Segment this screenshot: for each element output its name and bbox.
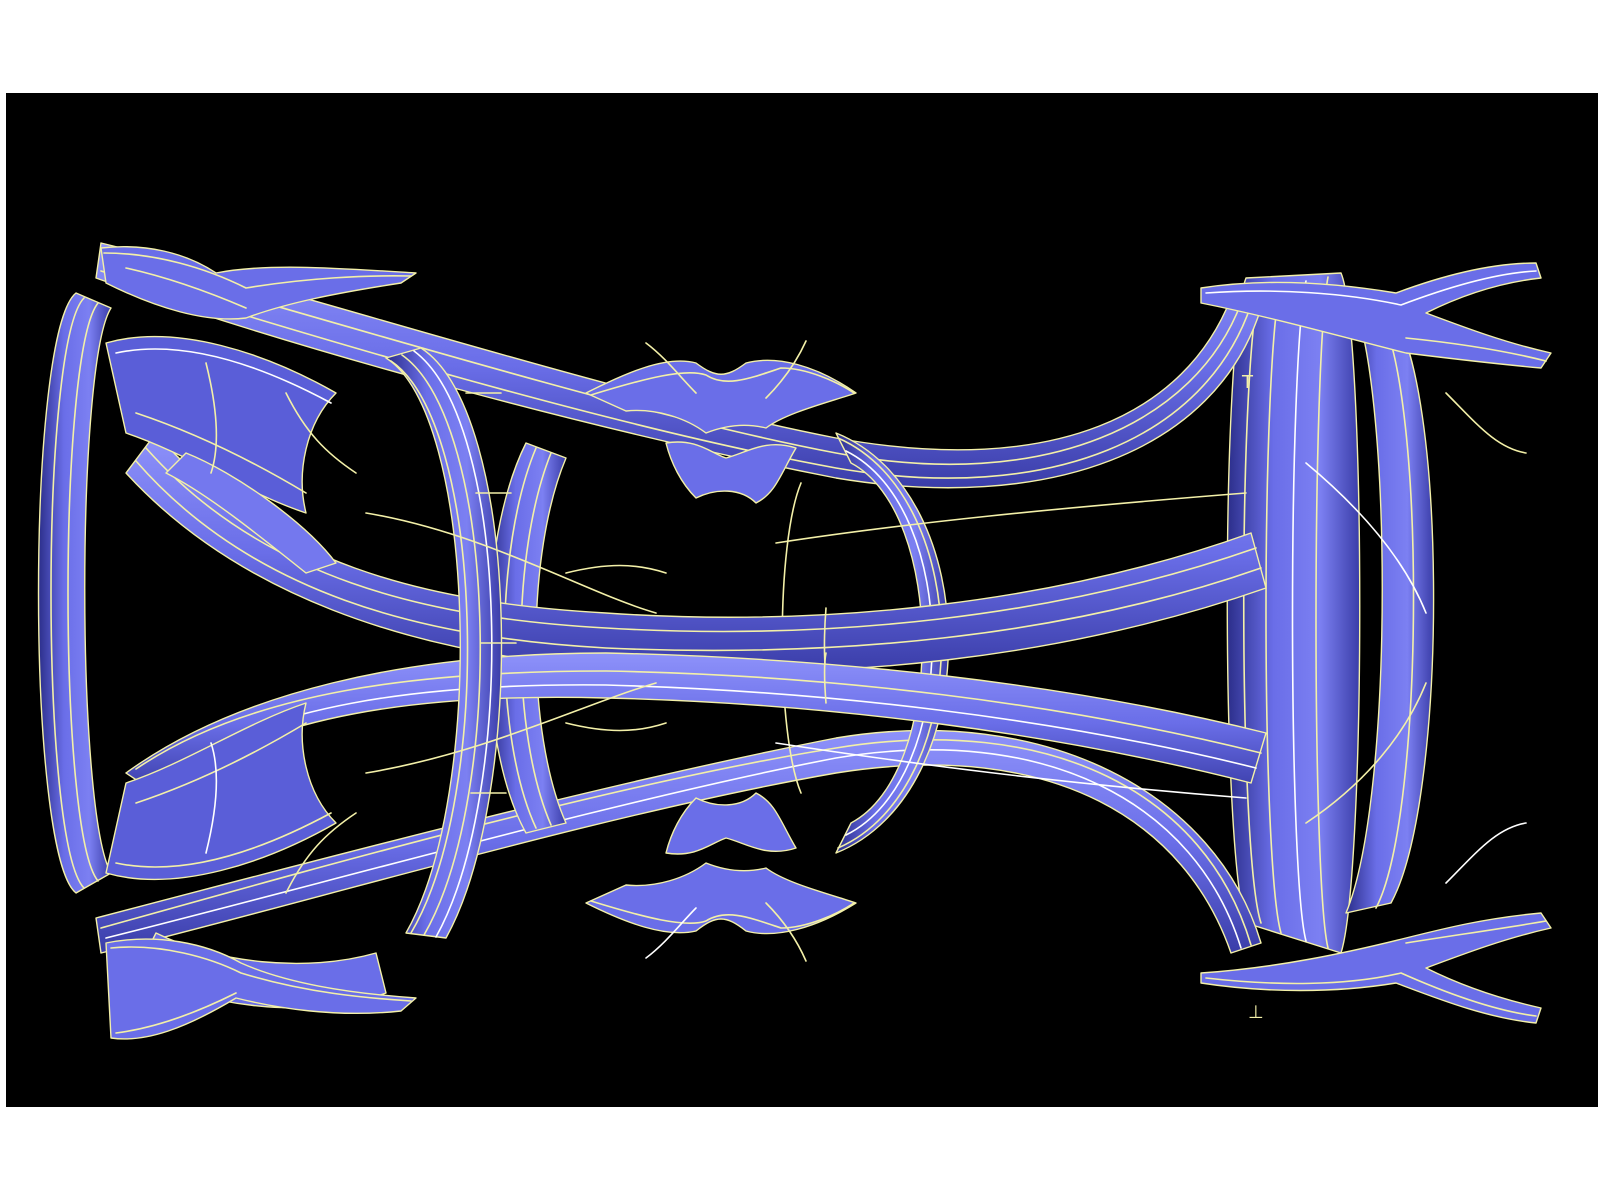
top-left-flare (100, 246, 417, 320)
bottom-right-flare (1200, 822, 1552, 1024)
left-outer-ring (37, 292, 112, 894)
center-bottom-butterfly (585, 792, 857, 962)
top-right-flare (1200, 262, 1552, 454)
top-right-mark: T (1241, 372, 1254, 393)
render-viewport: T ⊥ (6, 93, 1598, 1107)
center-top-butterfly (585, 340, 857, 504)
right-ring (1226, 272, 1435, 954)
left-front-ring (385, 347, 517, 939)
surface-render: T ⊥ (37, 242, 1552, 1040)
bottom-left-flare (105, 938, 417, 1040)
left-upper-lobe (105, 336, 337, 574)
wireframe-curves (285, 392, 1427, 894)
bottom-right-mark: ⊥ (1248, 1002, 1264, 1023)
